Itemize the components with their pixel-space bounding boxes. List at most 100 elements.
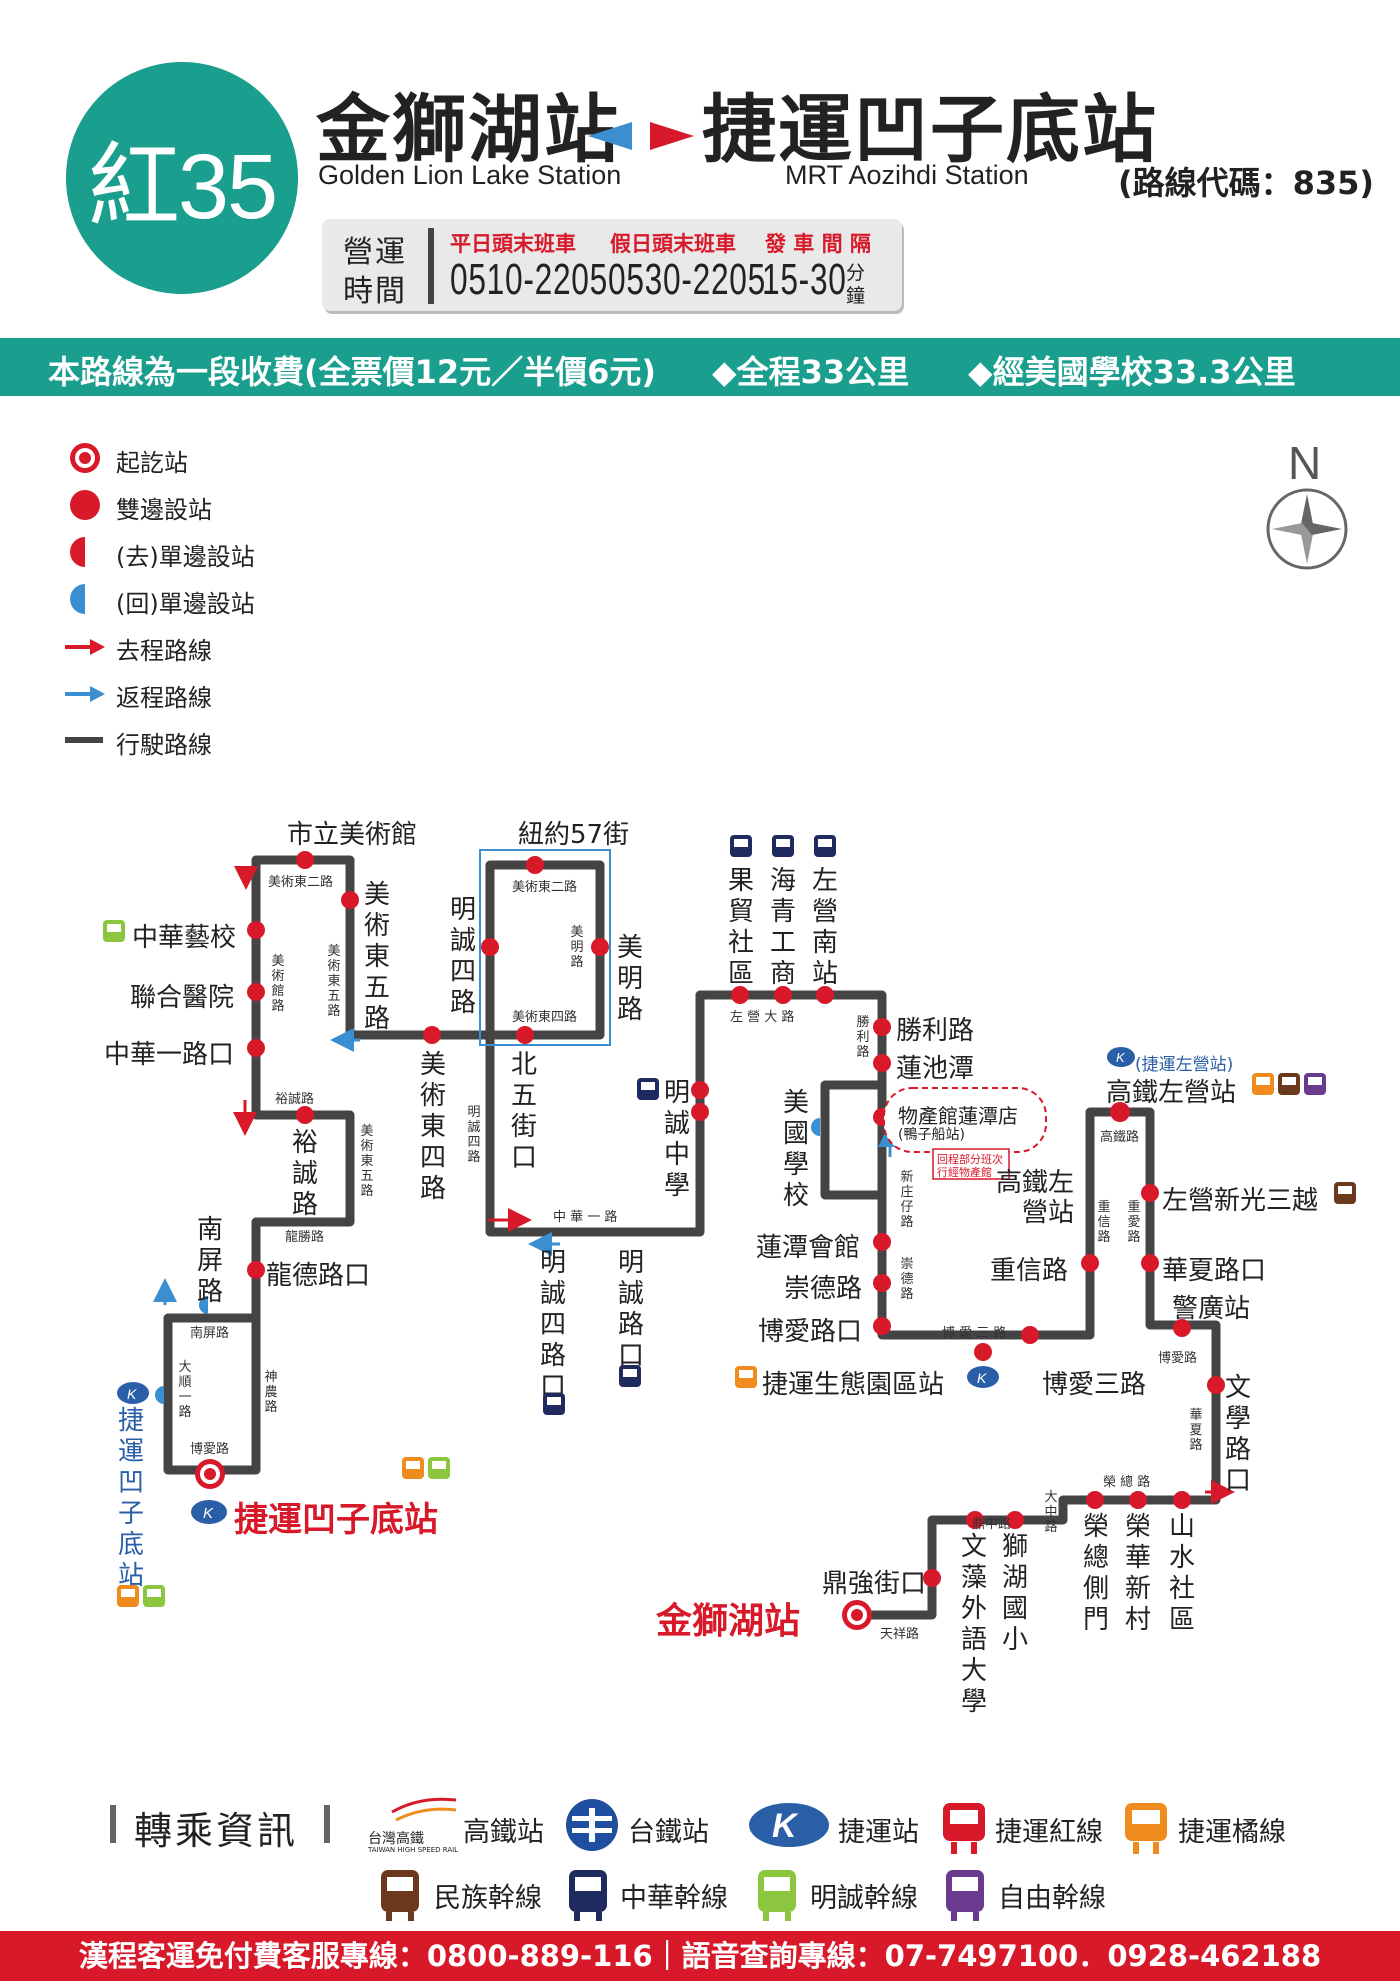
zhonghua-bus-icon — [730, 835, 752, 857]
stop-marker — [731, 986, 749, 1004]
stop-boai3: 博愛三路 — [1042, 1370, 1147, 1400]
stop-marker — [247, 921, 265, 939]
zhonghua-bus-icon — [772, 835, 794, 857]
stop-guomao: 果貿社區 — [727, 866, 754, 989]
road-label: 博 愛 三 路 — [942, 1326, 1007, 1341]
compass-icon — [1266, 488, 1348, 570]
transfer-tra: 台鐵站 — [628, 1817, 709, 1848]
stop-marker — [1141, 1184, 1159, 1202]
stop-yucheng: 裕誠路 — [291, 1128, 318, 1220]
stop-zhongxin: 重信路 — [990, 1256, 1069, 1286]
hours-label-2: 時間 — [343, 274, 407, 309]
terminal-stop-jinshihu — [842, 1600, 872, 1630]
fare-info-bar: 本路線為一段收費(全票價12元／半價6元) ◆全程33公里 ◆經美國學校33.3… — [0, 338, 1400, 396]
interval-unit-1: 分 — [846, 262, 866, 284]
stop-hsr-zuoying: 高鐵左營站 — [1106, 1078, 1237, 1108]
minzu-bus-icon — [1334, 1182, 1356, 1204]
stop-hsr-zuoying-alt: 高鐵左營站 — [995, 1168, 1074, 1228]
weekday-head: 平日頭末班車 — [450, 232, 576, 256]
destination-english: MRT Aozihdi Station — [785, 160, 1029, 190]
transfer-mingcheng: 明誠幹線 — [810, 1883, 918, 1914]
stop-marker — [1141, 1254, 1159, 1272]
holiday-hours: 0530-2205 — [608, 255, 766, 304]
road-label: 美術東二路 — [268, 875, 334, 890]
mrt-logo-icon: K — [967, 1366, 999, 1388]
stop-longde: 龍德路口 — [266, 1261, 371, 1291]
stop-lianhe-hospital: 聯合醫院 — [130, 983, 235, 1013]
mingcheng-bus-icon — [428, 1457, 450, 1479]
product-hall-note-box — [932, 1148, 1010, 1180]
svg-text:K: K — [1116, 1050, 1126, 1065]
mrt-orange-icon — [1252, 1073, 1274, 1095]
legend-terminal: 起訖站 — [116, 449, 188, 477]
transfer-mrt-orange: 捷運橘線 — [1178, 1817, 1286, 1848]
stop-marker — [591, 938, 609, 956]
stop-marker — [247, 1261, 265, 1279]
stop-police-radio: 警廣站 — [1172, 1294, 1251, 1324]
road-label: 美術東五路 — [327, 944, 341, 1019]
road-label: 裕誠路 — [275, 1092, 315, 1107]
mrt-orange-icon — [735, 1366, 757, 1388]
return-only-stop-marker — [199, 1296, 208, 1314]
road-label: 美明路 — [570, 925, 584, 970]
stop-newyork57: 紐約57街 — [518, 820, 630, 850]
origin-title: 金獅湖站 — [316, 87, 620, 173]
stop-marker — [691, 1103, 709, 1121]
hours-divider — [428, 228, 434, 304]
transfer-title-bar-left — [110, 1805, 116, 1843]
mrt-logo-icon: K — [749, 1803, 829, 1847]
stop-product-hall-sub: (鴨子船站) — [898, 1127, 965, 1143]
road-label: 美術東四路 — [512, 1010, 578, 1025]
return-arrow-icon — [65, 686, 105, 702]
mingcheng-bus-icon — [758, 1870, 796, 1921]
road-label: 大中路 — [1044, 1490, 1058, 1535]
mingcheng-bus-icon — [103, 920, 125, 942]
mrt-orange-icon — [402, 1457, 424, 1479]
road-label: 重信路 — [1097, 1200, 1111, 1245]
road-label: 明誠四路 — [467, 1105, 481, 1165]
zhonghua-bus-icon — [814, 835, 836, 857]
return-only-stop-marker — [811, 1118, 820, 1136]
road-label: 美術館路 — [271, 954, 285, 1014]
stop-marker — [296, 851, 314, 869]
fare-text: 本路線為一段收費(全票價12元／半價6元) — [48, 353, 657, 391]
stop-shengli: 勝利路 — [896, 1016, 975, 1046]
stop-marker — [341, 891, 359, 909]
stop-marker — [873, 1054, 891, 1072]
zhonghua-bus-icon — [569, 1870, 607, 1921]
outbound-arrow-icon — [65, 639, 105, 655]
return-only-stop-marker — [155, 1386, 164, 1404]
stop-wenzao: 文藻外語大學 — [960, 1532, 987, 1717]
interval-value: 15-30 — [762, 255, 847, 304]
stop-marker — [423, 1026, 441, 1044]
transfer-ziyou: 自由幹線 — [998, 1883, 1106, 1914]
road-label: 榮 總 路 — [1103, 1475, 1151, 1490]
stop-lianchitan: 蓮池潭 — [896, 1054, 975, 1084]
transfer-title: 轉乘資訊 — [134, 1809, 299, 1853]
svg-text:K: K — [977, 1370, 987, 1386]
stop-marker — [1207, 1376, 1225, 1394]
legend-both-sides: 雙邊設站 — [116, 496, 212, 524]
distance-text: ◆全程33公里 — [712, 353, 910, 391]
stop-marker — [1081, 1254, 1099, 1272]
svg-text:K: K — [772, 1807, 799, 1845]
stop-boai-kou: 博愛路口 — [758, 1317, 863, 1347]
origin-english: Golden Lion Lake Station — [318, 160, 622, 190]
stop-marker — [526, 856, 544, 874]
road-label: 南屏路 — [190, 1326, 230, 1341]
stop-shinkong-mitsukoshi: 左營新光三越 — [1162, 1186, 1319, 1216]
stop-art-museum: 市立美術館 — [287, 820, 418, 850]
route-number: 紅35 — [87, 135, 278, 238]
customer-service-footer: 漢程客運免付費客服專線：0800-889-116｜語音查詢專線：07-74971… — [0, 1931, 1400, 1981]
stop-haiqing: 海青工商 — [769, 866, 796, 989]
zhonghua-bus-icon — [543, 1393, 565, 1415]
mrt-logo-icon: K — [117, 1382, 149, 1404]
stop-marker — [873, 1018, 891, 1036]
minzu-bus-icon — [381, 1870, 419, 1921]
holiday-head: 假日頭末班車 — [610, 232, 736, 256]
both-sides-stop-icon — [70, 490, 100, 520]
distance-school-text: ◆經美國學校33.3公里 — [968, 353, 1296, 391]
hsr-logo-icon — [391, 1797, 457, 1822]
stop-shihu-elementary: 獅湖國小 — [1001, 1532, 1028, 1655]
